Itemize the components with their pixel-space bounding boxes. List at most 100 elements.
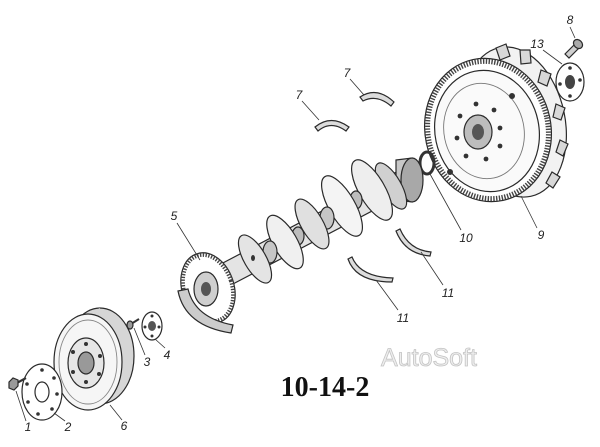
- pulley-bolt-head: [8, 377, 19, 391]
- flywheel-bolt: [564, 38, 584, 59]
- bolt-plate-hole: [558, 82, 562, 86]
- dowel-hole: [447, 169, 453, 175]
- flywheel-inner-step: [443, 82, 525, 180]
- housing-notch: [537, 69, 552, 87]
- rear-flange: [400, 157, 424, 203]
- callout-8: 8: [567, 13, 574, 27]
- thrust-washer-lower: [347, 256, 394, 283]
- housing-notch: [545, 171, 561, 189]
- washer-plate-hole: [36, 412, 40, 416]
- callout-13: 13: [530, 37, 544, 51]
- bolt-plate-hole: [568, 66, 572, 70]
- leader-line-9: [520, 195, 538, 229]
- leader-line-4: [154, 338, 166, 349]
- callout-7-lower: 7: [296, 88, 304, 102]
- bolt-hole: [497, 125, 503, 131]
- bolt-hole: [473, 101, 479, 107]
- thrust-washer-upper: [395, 228, 432, 257]
- callout-1: 1: [25, 420, 32, 434]
- leader-line-13: [542, 49, 563, 65]
- flywheel-bolt-holes: [447, 93, 515, 175]
- dowel-hole: [509, 93, 515, 99]
- leader-line-7-lower: [301, 100, 320, 121]
- washer-plate-hole: [50, 407, 54, 411]
- pulley-hole: [97, 372, 101, 376]
- callout-10: 10: [459, 231, 473, 245]
- bolt-plate-center-hole: [565, 75, 575, 89]
- leader-line-8: [569, 26, 576, 39]
- washer-plate-hole: [55, 392, 59, 396]
- flywheel-bolt-head: [572, 38, 584, 50]
- callout-3: 3: [144, 355, 151, 369]
- washer-plate-hole: [25, 382, 29, 386]
- hub-bolt-head: [126, 320, 134, 330]
- pulley-bolt: [8, 377, 27, 391]
- hub-bolt: [126, 318, 140, 330]
- pulley-hub-hole: [150, 334, 154, 338]
- oil-hole: [251, 255, 255, 261]
- crankshaft: [218, 157, 424, 286]
- callout-9: 9: [538, 228, 545, 242]
- washer-plate-hole: [40, 368, 44, 372]
- gear-bore: [201, 282, 211, 296]
- pulley-hole: [84, 342, 88, 346]
- bearing-shell-lower: [314, 119, 350, 132]
- washer-plate-hole: [52, 376, 56, 380]
- washer-plate-bore: [34, 381, 50, 403]
- housing-notch: [495, 43, 511, 61]
- leader-line-2: [53, 412, 66, 422]
- washer-plate: [21, 363, 63, 421]
- leader-line-11-lower: [375, 279, 399, 311]
- pulley-hole: [84, 380, 88, 384]
- pulley-hub-bore: [148, 321, 156, 331]
- pulley-hub-hole: [157, 325, 161, 329]
- callout-7-upper: 7: [344, 66, 352, 80]
- bolt-plate-hole: [578, 78, 582, 82]
- bolt-hole: [497, 143, 503, 149]
- housing-notch: [552, 103, 566, 121]
- gear-shield: [177, 288, 234, 334]
- callout-11-upper: 11: [442, 286, 454, 300]
- leader-line-1: [15, 390, 27, 422]
- figure-code: 10-14-2: [281, 372, 370, 403]
- housing-notch: [555, 139, 569, 157]
- leader-line-5: [176, 222, 201, 261]
- flywheel-assembly: [423, 43, 569, 203]
- watermark: AutoSoft: [381, 344, 477, 372]
- pulley-hub-hole: [150, 314, 154, 318]
- crankshaft-pulley: [53, 307, 135, 411]
- bolt-hole: [457, 113, 463, 119]
- bolt-hole: [483, 156, 489, 162]
- callout-labels: 8 13 7 7 5 10 9 11 11 3 4 1 2 6: [25, 13, 574, 434]
- leader-line-6: [109, 404, 123, 421]
- pulley-hub: [141, 311, 163, 341]
- washer-plate-hole: [26, 400, 30, 404]
- callout-11-lower: 11: [397, 311, 409, 325]
- bolt-plate: [555, 62, 585, 102]
- bolt-hole: [491, 107, 497, 113]
- pulley-hole: [71, 350, 75, 354]
- callout-6: 6: [121, 419, 128, 433]
- pulley-hub-center: [77, 351, 95, 375]
- pulley-hole: [98, 354, 102, 358]
- seal-ring: [418, 150, 436, 176]
- leader-lines: [15, 26, 576, 422]
- callout-2: 2: [64, 420, 72, 434]
- housing-notch: [519, 49, 532, 65]
- bolt-hole: [463, 153, 469, 159]
- bearing-shell-upper: [359, 91, 395, 107]
- flywheel-center-bore: [472, 124, 484, 140]
- flywheel-ring-gear: [425, 58, 551, 202]
- callout-4: 4: [164, 348, 171, 362]
- pulley-hub-hole: [143, 325, 147, 329]
- bolt-hole: [454, 135, 460, 141]
- callout-5: 5: [171, 209, 178, 223]
- pulley-groove: [58, 319, 118, 405]
- bolt-plate-hole: [568, 94, 572, 98]
- crank-web: [237, 234, 273, 284]
- leader-line-11-upper: [420, 251, 444, 286]
- leader-line-7-upper: [349, 78, 365, 96]
- leader-line-10: [429, 173, 462, 231]
